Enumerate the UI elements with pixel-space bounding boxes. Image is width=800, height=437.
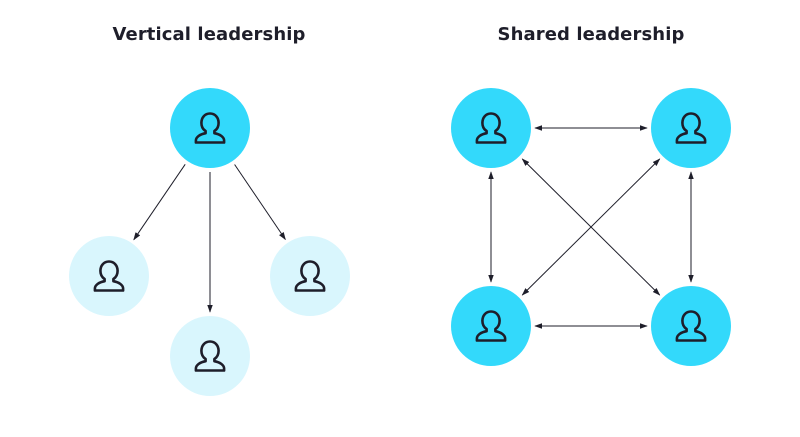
shared-bottom-right-circle xyxy=(651,286,731,366)
connector-lines xyxy=(133,125,694,329)
shared-top-right-node xyxy=(651,88,731,168)
vertical-member-right-circle xyxy=(270,236,350,316)
vertical-edge-leader-to-member-right xyxy=(234,164,286,241)
vertical-leader-circle xyxy=(170,88,250,168)
shared-top-right-circle xyxy=(651,88,731,168)
shared-bottom-left-node xyxy=(451,286,531,366)
shared-top-left-circle xyxy=(451,88,531,168)
vertical-member-left-circle xyxy=(69,236,149,316)
shared-top-left-node xyxy=(451,88,531,168)
vertical-member-left-node xyxy=(69,236,149,316)
shared-edge-top-right-to-bottom-left xyxy=(521,158,661,296)
vertical-member-center-circle xyxy=(170,316,250,396)
vertical-member-center-node xyxy=(170,316,250,396)
vertical-leadership-title: Vertical leadership xyxy=(112,24,306,45)
shared-bottom-right-node xyxy=(651,286,731,366)
vertical-leader-node xyxy=(170,88,250,168)
vertical-member-right-node xyxy=(270,236,350,316)
shared-bottom-left-circle xyxy=(451,286,531,366)
shared-leadership-title: Shared leadership xyxy=(497,24,685,45)
vertical-edge-leader-to-member-left xyxy=(133,164,186,241)
